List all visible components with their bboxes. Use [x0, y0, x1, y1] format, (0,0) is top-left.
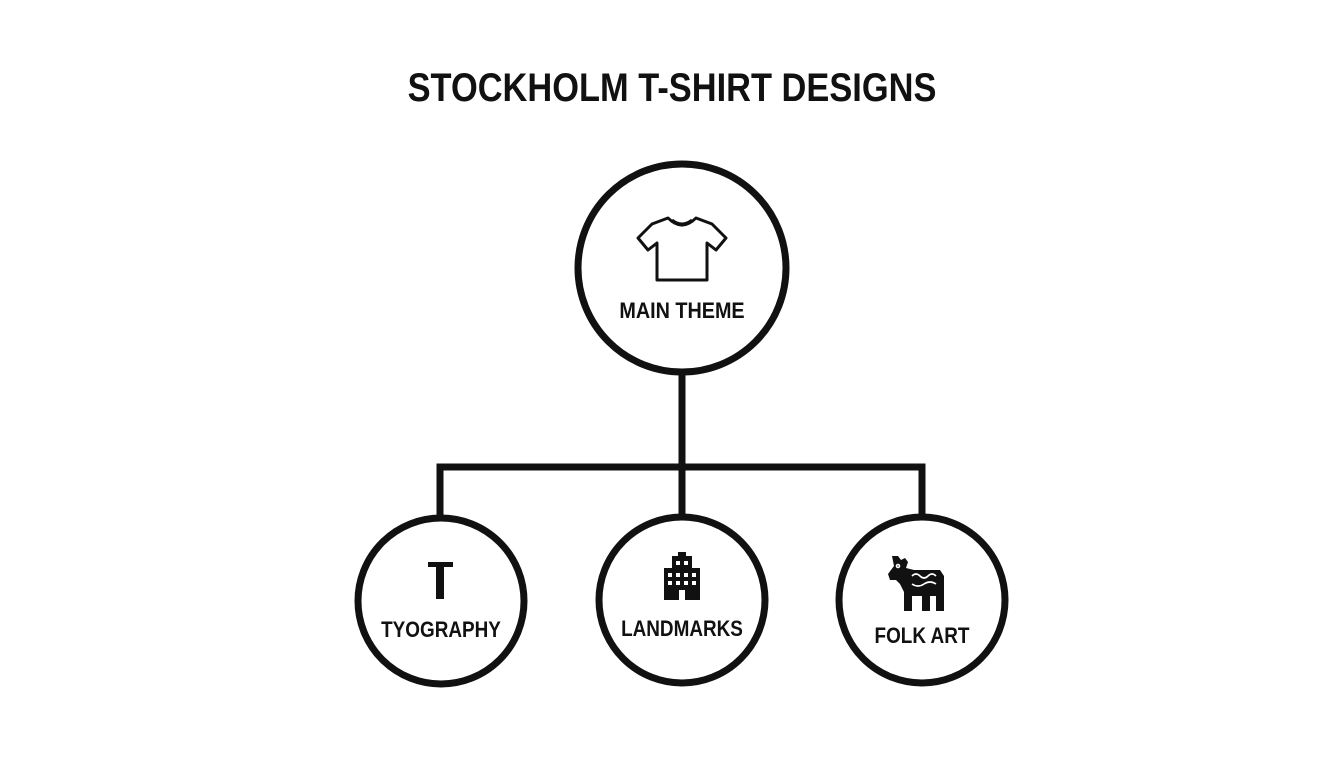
connectors — [436, 368, 926, 524]
page-title: STOCKHOLM T-SHIRT DESIGNS — [407, 66, 937, 110]
child-node-label: FOLK ART — [875, 624, 970, 649]
dala-horse-icon — [888, 556, 944, 611]
root-node-label: MAIN THEME — [619, 299, 744, 323]
child-node-label: LANDMARKS — [621, 617, 743, 642]
child-node-circle — [354, 514, 528, 688]
child-node-label: TYOGRAPHY — [381, 618, 501, 643]
root-node-circle — [574, 160, 790, 376]
child-node-typography: TYOGRAPHY — [354, 514, 528, 688]
child-node-landmarks: LANDMARKS — [595, 513, 769, 687]
t-shirt-icon — [636, 216, 728, 282]
root-node: MAIN THEME — [574, 160, 790, 376]
typography-icon — [428, 562, 453, 599]
child-node-folk-art: FOLK ART — [835, 513, 1009, 687]
building-icon — [664, 552, 700, 600]
